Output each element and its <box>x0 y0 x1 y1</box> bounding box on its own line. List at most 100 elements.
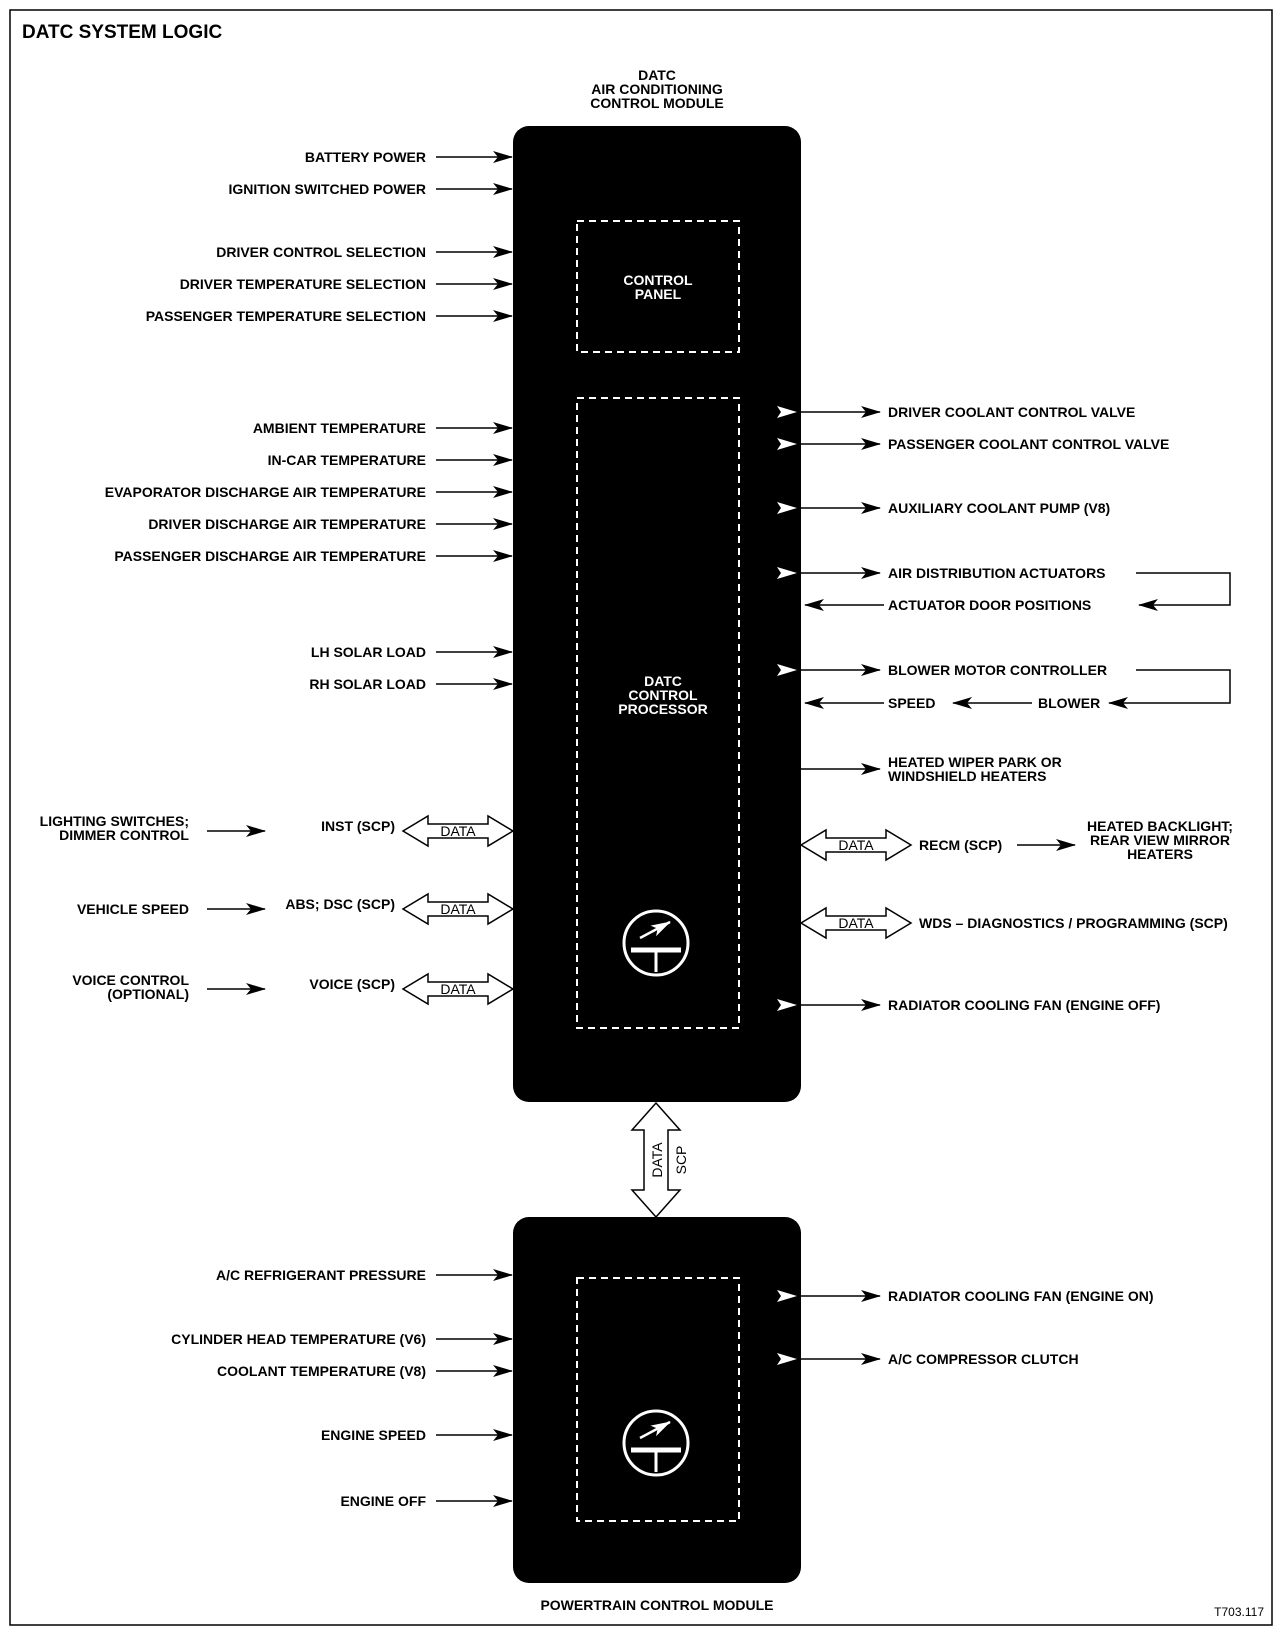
input-coolant-temperature-v8: COOLANT TEMPERATURE (V8) <box>217 1363 513 1379</box>
control-panel-box <box>576 220 740 353</box>
input-rh-solar-load: RH SOLAR LOAD <box>309 676 513 692</box>
output-driver-coolant-control-valve: DRIVER COOLANT CONTROL VALVE <box>777 404 1135 420</box>
control-panel-label-line-1: CONTROL <box>623 272 693 288</box>
voice-source-line-1: VOICE CONTROL <box>72 972 189 988</box>
output-label: A/C COMPRESSOR CLUTCH <box>888 1351 1079 1367</box>
input-label: CYLINDER HEAD TEMPERATURE (V6) <box>171 1331 426 1347</box>
output-origin-marker <box>777 438 797 450</box>
figure-code: T703.117 <box>1214 1605 1264 1619</box>
blower-label: BLOWER <box>1038 695 1100 711</box>
outer-frame <box>9 9 1273 1626</box>
output-radiator-cooling-fan-engine-off: RADIATOR COOLING FAN (ENGINE OFF) <box>777 997 1160 1013</box>
input-battery-power: BATTERY POWER <box>305 149 513 165</box>
processor-label-line-3: PROCESSOR <box>618 701 707 717</box>
recm-data-arrow <box>799 828 913 862</box>
output-origin-marker <box>777 567 797 579</box>
datc-outputs: DRIVER COOLANT CONTROL VALVE PASSENGER CO… <box>777 404 1169 1013</box>
network-wds: DATA WDS – DIAGNOSTICS / PROGRAMMING (SC… <box>799 906 1228 940</box>
recm-node-label: RECM (SCP) <box>919 837 1002 853</box>
network-abs-dsc: VEHICLE SPEED ABS; DSC (SCP) DATA <box>77 892 515 926</box>
output-origin-marker <box>777 406 797 418</box>
input-driver-temperature-selection: DRIVER TEMPERATURE SELECTION <box>180 276 513 292</box>
input-driver-control-selection: DRIVER CONTROL SELECTION <box>216 244 513 260</box>
input-label: IGNITION SWITCHED POWER <box>228 181 426 197</box>
input-engine-speed: ENGINE SPEED <box>321 1427 513 1443</box>
abs-data-arrow <box>401 892 515 926</box>
processor-chip-icon <box>622 909 690 977</box>
output-label: BLOWER MOTOR CONTROLLER <box>888 662 1107 678</box>
input-label: EVAPORATOR DISCHARGE AIR TEMPERATURE <box>105 484 426 500</box>
datc-module-block <box>513 126 801 1102</box>
input-ignition-switched-power: IGNITION SWITCHED POWER <box>228 181 513 197</box>
voice-node-label: VOICE (SCP) <box>309 976 395 992</box>
output-passenger-coolant-control-valve: PASSENGER COOLANT CONTROL VALVE <box>777 436 1169 452</box>
input-in-car-temperature: IN-CAR TEMPERATURE <box>268 452 513 468</box>
output-air-distribution-actuators: AIR DISTRIBUTION ACTUATORS <box>777 565 1106 581</box>
output-origin-marker <box>777 502 797 514</box>
recm-output-line-2: REAR VIEW MIRROR <box>1090 832 1230 848</box>
actuator-door-positions-label: ACTUATOR DOOR POSITIONS <box>888 597 1091 613</box>
wds-data-arrow <box>799 906 913 940</box>
input-engine-off: ENGINE OFF <box>340 1493 513 1509</box>
input-passenger-discharge-air-temperature: PASSENGER DISCHARGE AIR TEMPERATURE <box>114 548 513 564</box>
output-origin-marker <box>777 999 797 1011</box>
input-lh-solar-load: LH SOLAR LOAD <box>311 644 513 660</box>
heated-wiper-label-line-1: HEATED WIPER PARK OR <box>888 754 1062 770</box>
output-label: AIR DISTRIBUTION ACTUATORS <box>888 565 1106 581</box>
input-cylinder-head-temperature-v6: CYLINDER HEAD TEMPERATURE (V6) <box>171 1331 513 1347</box>
pcm-inputs: A/C REFRIGERANT PRESSURE CYLINDER HEAD TE… <box>171 1267 513 1509</box>
input-label: COOLANT TEMPERATURE (V8) <box>217 1363 426 1379</box>
input-ambient-temperature: AMBIENT TEMPERATURE <box>253 420 513 436</box>
output-label: DRIVER COOLANT CONTROL VALVE <box>888 404 1135 420</box>
output-origin-marker <box>777 1290 797 1302</box>
output-label: AUXILIARY COOLANT PUMP (V8) <box>888 500 1110 516</box>
inst-node-label: INST (SCP) <box>321 818 395 834</box>
network-voice: VOICE CONTROL (OPTIONAL) VOICE (SCP) DAT… <box>72 972 515 1006</box>
actuator-feedback-loop: ACTUATOR DOOR POSITIONS <box>804 572 1231 613</box>
input-driver-discharge-air-temperature: DRIVER DISCHARGE AIR TEMPERATURE <box>148 516 513 532</box>
output-a-c-compressor-clutch: A/C COMPRESSOR CLUTCH <box>777 1351 1079 1367</box>
output-blower-motor-controller: BLOWER MOTOR CONTROLLER <box>777 662 1107 678</box>
output-auxiliary-coolant-pump-v8: AUXILIARY COOLANT PUMP (V8) <box>777 500 1110 516</box>
recm-output-line-1: HEATED BACKLIGHT; <box>1087 818 1233 834</box>
recm-data-label: DATA <box>838 837 874 853</box>
pcm-outputs: RADIATOR COOLING FAN (ENGINE ON) A/C COMP… <box>777 1288 1153 1367</box>
wds-data-label: DATA <box>838 915 874 931</box>
diagram-title: DATC SYSTEM LOGIC <box>22 22 222 43</box>
processor-label-line-2: CONTROL <box>628 687 698 703</box>
datc-header-line-3: CONTROL MODULE <box>590 95 724 111</box>
abs-node-label: ABS; DSC (SCP) <box>285 896 395 912</box>
datc-header-line-1: DATC <box>638 67 676 83</box>
input-label: A/C REFRIGERANT PRESSURE <box>216 1267 426 1283</box>
heated-wiper-label-line-2: WINDSHIELD HEATERS <box>888 768 1046 784</box>
output-origin-marker <box>777 664 797 676</box>
input-evaporator-discharge-air-temperature: EVAPORATOR DISCHARGE AIR TEMPERATURE <box>105 484 513 500</box>
output-origin-marker <box>777 1353 797 1365</box>
output-radiator-cooling-fan-engine-on: RADIATOR COOLING FAN (ENGINE ON) <box>777 1288 1153 1304</box>
input-label: LH SOLAR LOAD <box>311 644 426 660</box>
datc-inputs: BATTERY POWER IGNITION SWITCHED POWER DRIV… <box>105 149 513 692</box>
inst-source-line-1: LIGHTING SWITCHES; <box>40 813 189 829</box>
pcm-block <box>513 1217 801 1583</box>
input-label: BATTERY POWER <box>305 149 426 165</box>
abs-data-label: DATA <box>440 901 476 917</box>
input-label: DRIVER TEMPERATURE SELECTION <box>180 276 426 292</box>
pcm-dashed-box <box>576 1277 740 1522</box>
input-label: RH SOLAR LOAD <box>309 676 426 692</box>
datc-header-line-2: AIR CONDITIONING <box>591 81 723 97</box>
bus-scp-label: SCP <box>673 1146 689 1175</box>
wds-node-label: WDS – DIAGNOSTICS / PROGRAMMING (SCP) <box>919 915 1228 931</box>
speed-label: SPEED <box>888 695 935 711</box>
inst-source-line-2: DIMMER CONTROL <box>59 827 189 843</box>
voice-data-label: DATA <box>440 981 476 997</box>
pcm-name: POWERTRAIN CONTROL MODULE <box>540 1597 773 1613</box>
heated-wiper-output: HEATED WIPER PARK OR WINDSHIELD HEATERS <box>781 754 1062 784</box>
abs-source-label: VEHICLE SPEED <box>77 901 189 917</box>
input-label: AMBIENT TEMPERATURE <box>253 420 426 436</box>
input-label: PASSENGER DISCHARGE AIR TEMPERATURE <box>114 548 426 564</box>
network-recm: DATA RECM (SCP) HEATED BACKLIGHT; REAR V… <box>799 818 1233 862</box>
pcm-processor-icon <box>622 1409 690 1477</box>
bus-data-label: DATA <box>649 1142 665 1178</box>
